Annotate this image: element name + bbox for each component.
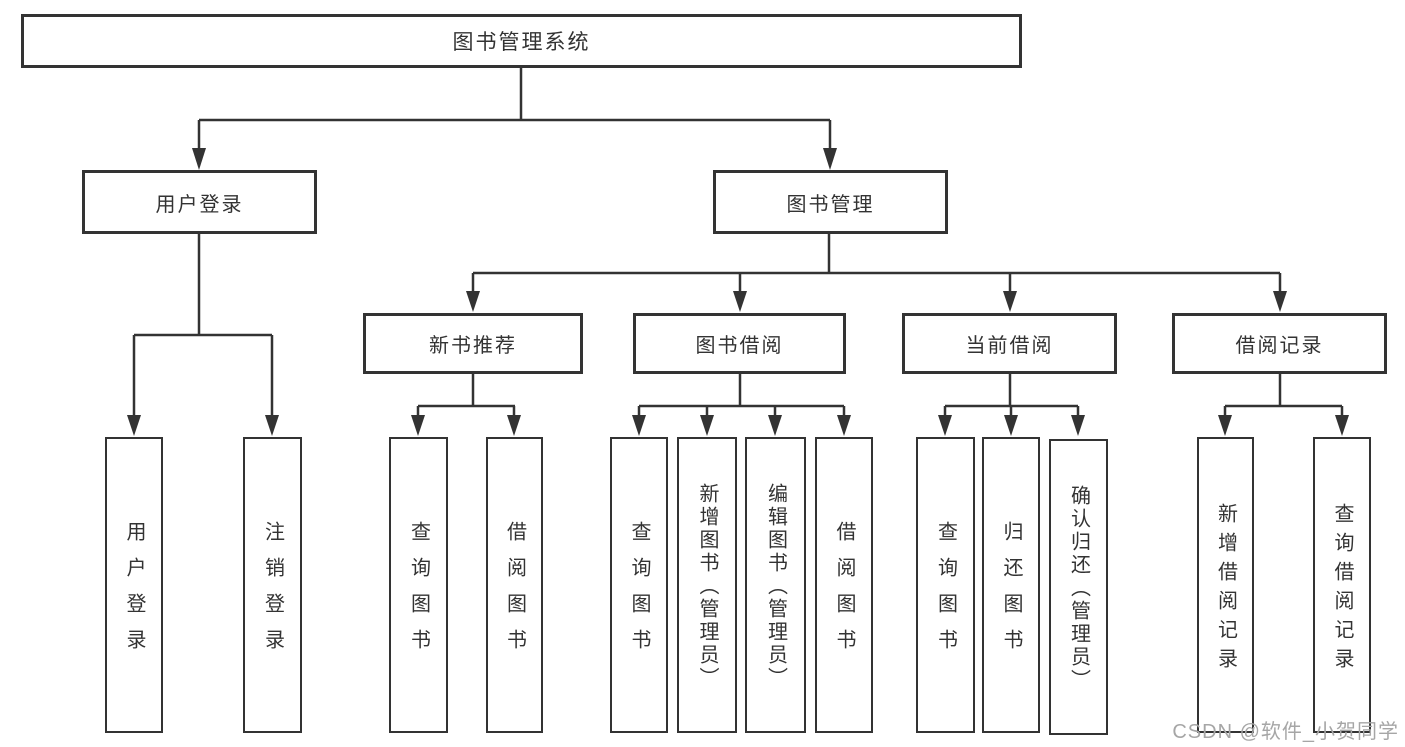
node-book-management: 图书管理 [713, 170, 948, 234]
leaf-edit-book-admin: 编辑图书（管理员） [745, 437, 806, 733]
leaf-borrow-books-1: 借阅图书 [486, 437, 543, 733]
leaf-confirm-return-admin: 确认归还（管理员） [1049, 439, 1108, 735]
node-current-borrow: 当前借阅 [902, 313, 1117, 374]
leaf-add-book-admin: 新增图书（管理员） [677, 437, 737, 733]
watermark: CSDN @软件_小贺同学 [1172, 721, 1399, 743]
node-user-login: 用户登录 [82, 170, 317, 234]
leaf-logout: 注销登录 [243, 437, 302, 733]
leaf-query-books-2: 查询图书 [610, 437, 668, 733]
leaf-query-books-1: 查询图书 [389, 437, 448, 733]
leaf-return-books: 归还图书 [982, 437, 1040, 733]
arrowheads [127, 148, 1349, 436]
node-book-borrow: 图书借阅 [633, 313, 846, 374]
node-library-system: 图书管理系统 [21, 14, 1022, 68]
leaf-user-login: 用户登录 [105, 437, 163, 733]
leaf-borrow-books-2: 借阅图书 [815, 437, 873, 733]
node-new-book-recommend: 新书推荐 [363, 313, 583, 374]
leaf-query-books-3: 查询图书 [916, 437, 975, 733]
leaf-add-borrow-record: 新增借阅记录 [1197, 437, 1254, 733]
node-borrow-records: 借阅记录 [1172, 313, 1387, 374]
leaf-query-borrow-record: 查询借阅记录 [1313, 437, 1371, 733]
